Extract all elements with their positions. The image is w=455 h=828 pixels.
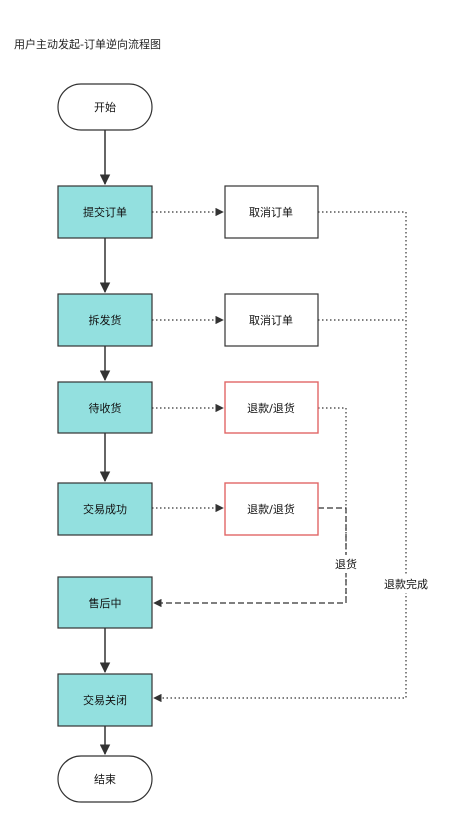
dotted-edges [152,207,407,703]
pending-receipt-label: 待收货 [89,401,122,415]
split-shipment-label: 拆发货 [89,313,122,327]
trade-success-node [57,482,153,536]
return-goods-label: 退货 [335,557,357,571]
end-node [57,755,153,803]
cancel-order-label-2: 取消订单 [249,313,293,327]
split-shipment-node [57,293,153,347]
refund-return-label-2: 退款/退货 [247,502,295,516]
refund-return-label-1: 退款/退货 [247,401,295,415]
refund-return-node-2 [224,482,319,536]
start-node [57,83,153,131]
refund-done-label: 退款完成 [384,577,428,591]
submit-order-label: 提交订单 [83,205,127,219]
cancel-order-node-2 [224,293,319,347]
after-sale-node [57,576,153,629]
start-node-label: 开始 [94,100,116,114]
trade-success-label: 交易成功 [83,502,127,516]
edge-cancel1-closed [153,211,407,703]
return-label-bg [330,555,362,573]
cancel-order-label-1: 取消订单 [249,205,293,219]
trade-closed-node [57,673,153,727]
end-node-label: 结束 [94,773,116,786]
pending-receipt-node [57,381,153,434]
after-sale-label: 售后中 [89,596,122,610]
cancel-order-node-1 [224,185,319,239]
submit-order-node [57,185,153,239]
refund-done-label-bg [377,575,435,593]
diagram-title: 用户主动发起-订单逆向流程图 [14,38,161,51]
trade-closed-label: 交易关闭 [83,693,127,707]
refund-return-node-1 [224,381,319,434]
